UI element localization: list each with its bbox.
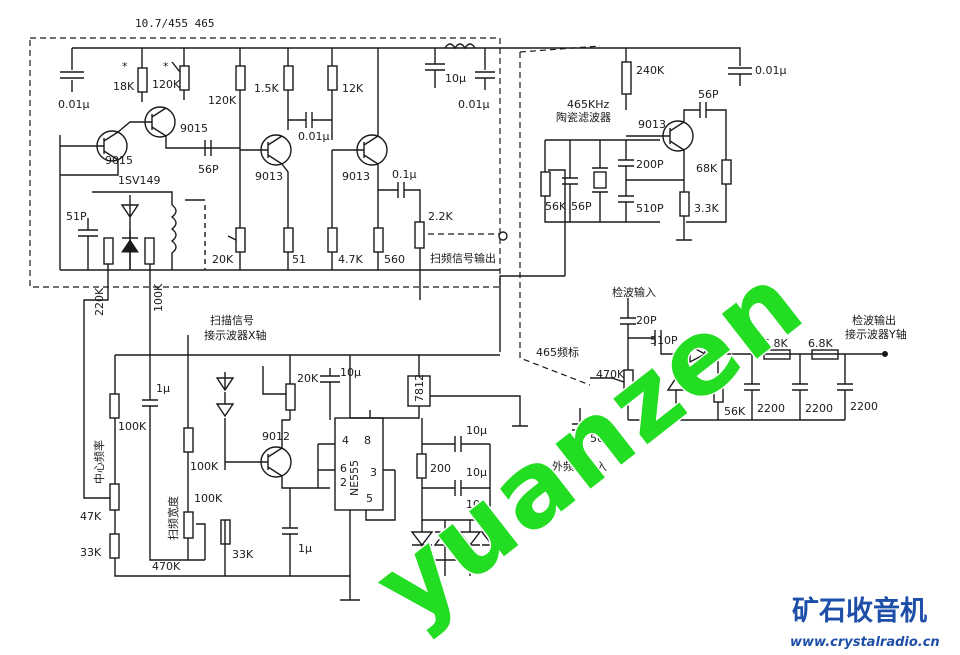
label-c-10u: 10μ: [445, 72, 466, 85]
label-detector-in: 检波输入: [612, 285, 656, 299]
label-diode-1sv149: 1SV149: [118, 174, 161, 187]
label-r-220k: 220K: [93, 287, 106, 316]
label-q9013c: 9013: [638, 118, 666, 131]
label-filter-name: 陶瓷滤波器: [556, 110, 611, 124]
label-r-20k-b: 20K: [297, 372, 319, 385]
label-r-51: 51: [292, 253, 306, 266]
label-c-56p-a: 56P: [698, 88, 719, 101]
label-c-10u-c: 10μ: [466, 424, 487, 437]
label-c-56p-c: 56P: [590, 432, 611, 445]
label-r-33k-b: 33K: [80, 546, 102, 559]
label-r-240k: 240K: [636, 64, 665, 77]
label-r-22k: 2.2K: [428, 210, 453, 223]
label-r-100k-b: 100K: [118, 420, 147, 433]
scan-wiring: [83, 264, 528, 601]
label-c-1u-b: 1μ: [298, 542, 312, 555]
label-ic-ne555: NE555: [348, 460, 361, 496]
label-center-freq: 中心频率: [92, 440, 106, 484]
label-r-47k: 4.7K: [338, 253, 363, 266]
label-c-51p: 51P: [66, 210, 87, 223]
label-scan-1: 扫描信号: [210, 313, 254, 327]
label-pin5: 5: [366, 492, 373, 505]
label-sweep-output: 扫频信号输出: [430, 251, 496, 265]
label-pin4: 4: [342, 434, 349, 447]
label-r-470k-a: 470K: [596, 368, 625, 381]
label-r-120k-a: 120K: [152, 78, 181, 91]
marker-enclosure: [519, 45, 601, 386]
label-r-15k: 1.5K: [254, 82, 279, 95]
label-r-470k-b: 470K: [152, 560, 181, 573]
label-c-10u-d: 10μ: [466, 466, 487, 479]
label-q9015a: 9015: [180, 122, 208, 135]
label-q9013b: 9013: [342, 170, 370, 183]
label-r-100k-d: 100K: [194, 492, 223, 505]
label-star-b: *: [163, 60, 169, 73]
label-star-a: *: [122, 60, 128, 73]
site-logo-text: 矿石收音机: [792, 595, 927, 627]
label-r-120k-b: 120K: [208, 94, 237, 107]
label-r-68k-b: 6.8K: [808, 337, 833, 350]
label-c-01u: 0.1μ: [392, 168, 417, 181]
label-r-56k-b: 56K: [724, 405, 746, 418]
label-c-2200-c: 2200: [850, 400, 878, 413]
label-q9013a: 9013: [255, 170, 283, 183]
label-detector-out-2: 接示波器Y轴: [845, 327, 907, 341]
label-c-1u-a: 1μ: [156, 382, 170, 395]
label-r-56k: 56K: [545, 200, 567, 213]
label-filter-freq: 465KHz: [567, 98, 609, 111]
label-c-510p-a: 510P: [636, 202, 664, 215]
label-c-001d: 0.01μ: [755, 64, 787, 77]
label-pin3: 3: [370, 466, 377, 479]
detector-wiring: [572, 298, 888, 444]
label-c-001b: 0.01μ: [298, 130, 330, 143]
scan-labels: 扫描信号 接示波器X轴 220K 100K 1μ 100K 中心频率 47K 3…: [80, 283, 487, 573]
label-pin6: 6: [340, 462, 347, 475]
label-c-56p-b: 56P: [571, 200, 592, 213]
label-r-18k: 18K: [113, 80, 135, 93]
label-c-56p: 56P: [198, 163, 219, 176]
label-r-100k-a: 100K: [152, 283, 165, 312]
label-r-560: 560: [384, 253, 405, 266]
label-c-001a: 0.01μ: [58, 98, 90, 111]
label-c-510p-b: 510P: [650, 334, 678, 347]
label-q9012: 9012: [262, 430, 290, 443]
oscillator-wiring: [59, 43, 580, 300]
label-c-20p: 20P: [636, 314, 657, 327]
label-r-20k: 20K: [212, 253, 234, 266]
label-c-200p: 200P: [636, 158, 664, 171]
label-r-200: 200: [430, 462, 451, 475]
label-c-10u-b: 10μ: [340, 366, 361, 379]
oscillator-labels: 10.7/455 465 0.01μ 18K 120K * * 9015 901…: [58, 17, 496, 266]
label-c-2200-a: 2200: [757, 402, 785, 415]
label-sweep-width: 扫频宽度: [166, 496, 180, 540]
detector-labels: 检波输入 20P 510P 检波输出 接示波器Y轴 6.8K 6.8K 465频…: [536, 285, 907, 473]
label-scan-2: 接示波器X轴: [204, 328, 267, 342]
label-marker-465: 465频标: [536, 345, 579, 359]
label-r-100k-c: 100K: [190, 460, 219, 473]
label-c-001c: 0.01μ: [458, 98, 490, 111]
site-url-text: www.crystalradio.cn: [790, 635, 940, 650]
label-detector-out-1: 检波输出: [852, 313, 896, 327]
label-pin2: 2: [340, 476, 347, 489]
label-q9015b: 9015: [105, 154, 133, 167]
label-r-68k: 68K: [696, 162, 718, 175]
marker-labels: 465KHz 陶瓷滤波器 240K 0.01μ 56P 9013 200P 68…: [545, 64, 787, 215]
label-c-2200-b: 2200: [805, 402, 833, 415]
label-r-33k: 3.3K: [694, 202, 719, 215]
label-r-33k-c: 33K: [232, 548, 254, 561]
label-r-68k-a: 6.8K: [763, 337, 788, 350]
oscillator-enclosure: [29, 37, 501, 288]
label-pin8: 8: [364, 434, 371, 447]
label-r-47k-pot: 47K: [80, 510, 102, 523]
label-r-12k: 12K: [342, 82, 364, 95]
label-ext-marker-in: 外频标输入: [552, 459, 607, 473]
label-c-10u-e: 10μ: [466, 498, 487, 511]
marker-wiring: [499, 47, 752, 352]
schematic-title: 10.7/455 465: [135, 17, 214, 30]
label-reg-7812: 7812: [413, 374, 426, 402]
